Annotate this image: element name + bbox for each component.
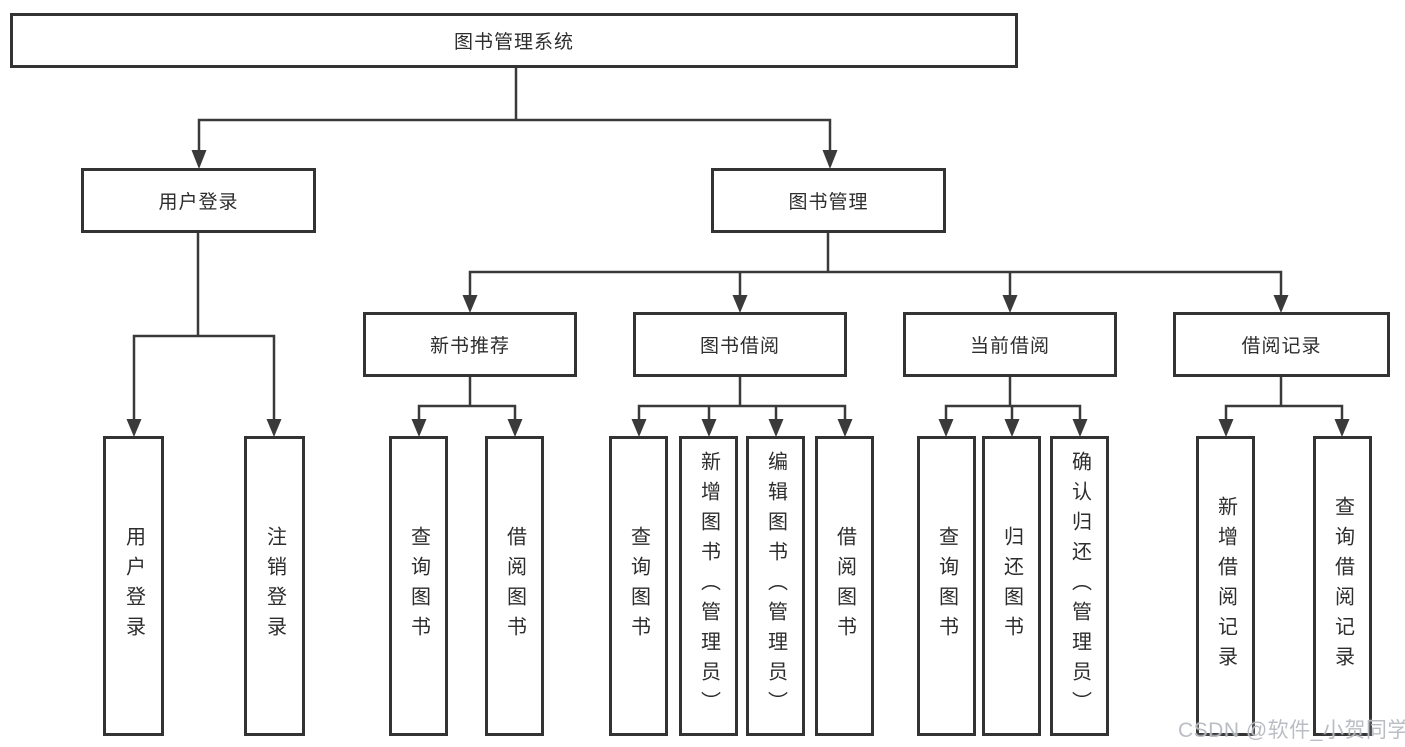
leaf-add-books-admin: 新增图书（管理员） [679, 436, 738, 736]
leaf-return-books-label: 归还图书 [1000, 526, 1023, 646]
leaf-add-borrow-record: 新增借阅记录 [1196, 436, 1255, 736]
leaf-borrow-books-2-label: 借阅图书 [833, 526, 856, 646]
node-current-borrow: 当前借阅 [903, 312, 1117, 377]
leaf-return-books: 归还图书 [982, 436, 1041, 736]
leaf-add-books-admin-label: 新增图书（管理员） [697, 451, 720, 721]
leaf-query-borrow-record-label: 查询借阅记录 [1331, 496, 1354, 676]
arrowheads [126, 150, 1350, 437]
node-borrow-record: 借阅记录 [1173, 312, 1390, 377]
node-book-management: 图书管理 [711, 168, 946, 233]
leaf-query-books-1: 查询图书 [389, 436, 448, 736]
node-book-borrow-label: 图书借阅 [699, 336, 780, 357]
csdn-watermark: CSDN @软件_小贺同学 [1178, 719, 1405, 742]
node-root-system-label: 图书管理系统 [453, 32, 574, 53]
node-current-borrow-label: 当前借阅 [969, 336, 1050, 357]
node-new-book-recommend: 新书推荐 [363, 312, 577, 377]
leaf-user-login: 用户登录 [103, 436, 164, 736]
node-new-book-recommend-label: 新书推荐 [429, 336, 510, 357]
leaf-borrow-books-1: 借阅图书 [485, 436, 544, 736]
node-user-login-label: 用户登录 [158, 192, 239, 213]
leaf-query-books-3-label: 查询图书 [935, 526, 958, 646]
leaf-borrow-books-2: 借阅图书 [815, 436, 874, 736]
node-book-borrow: 图书借阅 [633, 312, 847, 377]
leaf-add-borrow-record-label: 新增借阅记录 [1214, 496, 1237, 676]
node-borrow-record-label: 借阅记录 [1241, 336, 1322, 357]
node-root-system: 图书管理系统 [10, 13, 1018, 68]
leaf-query-books-3: 查询图书 [917, 436, 976, 736]
leaf-logout: 注销登录 [244, 436, 305, 736]
leaf-confirm-return-admin-label: 确认归还（管理员） [1068, 451, 1091, 721]
leaf-query-books-2: 查询图书 [609, 436, 668, 736]
leaf-logout-label: 注销登录 [263, 526, 286, 646]
leaf-confirm-return-admin: 确认归还（管理员） [1050, 436, 1109, 736]
leaf-query-borrow-record: 查询借阅记录 [1313, 436, 1372, 736]
leaf-borrow-books-1-label: 借阅图书 [503, 526, 526, 646]
node-book-management-label: 图书管理 [788, 192, 869, 213]
node-user-login: 用户登录 [81, 168, 316, 233]
leaf-query-books-1-label: 查询图书 [407, 526, 430, 646]
leaf-edit-books-admin: 编辑图书（管理员） [746, 436, 805, 736]
leaf-edit-books-admin-label: 编辑图书（管理员） [764, 451, 787, 721]
leaf-query-books-2-label: 查询图书 [627, 526, 650, 646]
leaf-user-login-label: 用户登录 [122, 526, 145, 646]
